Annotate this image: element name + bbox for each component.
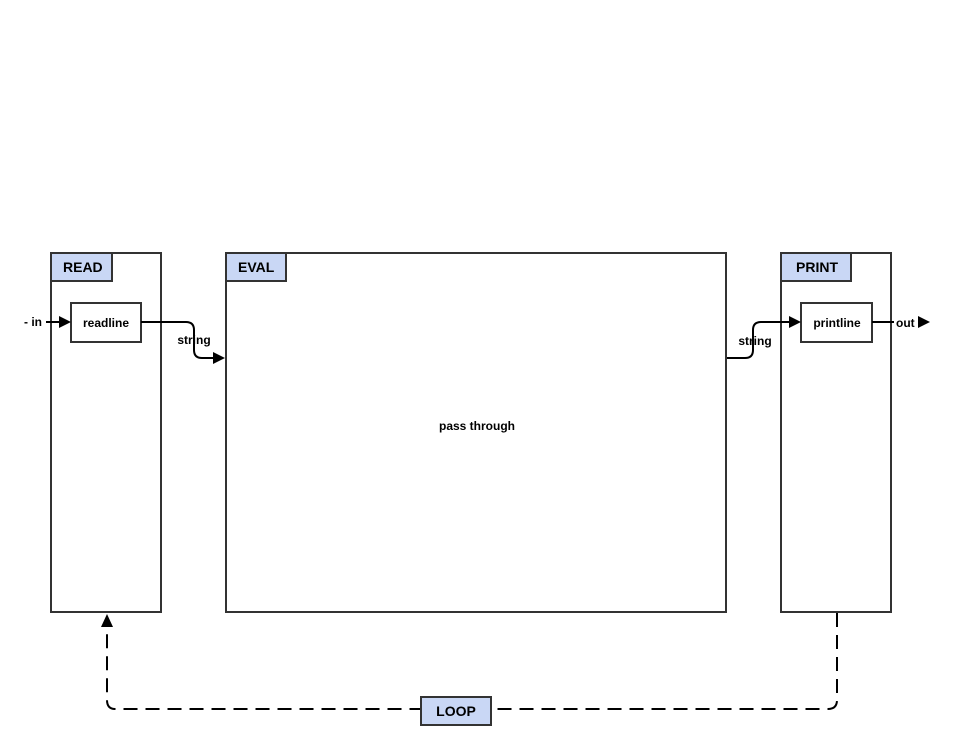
edge-eval-to-print-label: string — [738, 334, 771, 348]
printline-node: printline — [800, 302, 873, 343]
print-stage-tab — [780, 252, 852, 282]
read-stage-title: READ — [63, 259, 103, 275]
output-port: out — [872, 316, 930, 330]
edge-eval-to-print-arrowhead — [789, 316, 801, 328]
output-port-label: out — [896, 316, 915, 330]
loop-label-box: LOOP — [420, 696, 492, 726]
edge-read-to-eval: string — [141, 321, 225, 364]
input-port: - in — [24, 315, 71, 329]
eval-stage-body: pass through — [439, 419, 515, 433]
readline-node: readline — [70, 302, 142, 343]
loop-label: LOOP — [436, 703, 476, 719]
input-port-label: - in — [24, 315, 42, 329]
eval-stage-frame — [225, 252, 727, 613]
output-arrowhead — [918, 316, 930, 328]
eval-stage-tab — [225, 252, 287, 282]
eval-stage: EVAL pass through — [225, 252, 727, 613]
loop-edge — [101, 613, 838, 710]
edge-eval-to-print: string — [727, 316, 801, 359]
printline-label: printline — [813, 316, 861, 330]
edge-read-to-eval-label: string — [177, 333, 210, 347]
eval-stage-title: EVAL — [238, 259, 275, 275]
read-stage-tab — [50, 252, 113, 282]
loop-arrowhead — [101, 614, 113, 627]
input-arrowhead — [59, 316, 71, 328]
readline-label: readline — [83, 316, 129, 330]
print-stage-title: PRINT — [796, 259, 838, 275]
edge-read-to-eval-arrowhead — [213, 352, 225, 364]
